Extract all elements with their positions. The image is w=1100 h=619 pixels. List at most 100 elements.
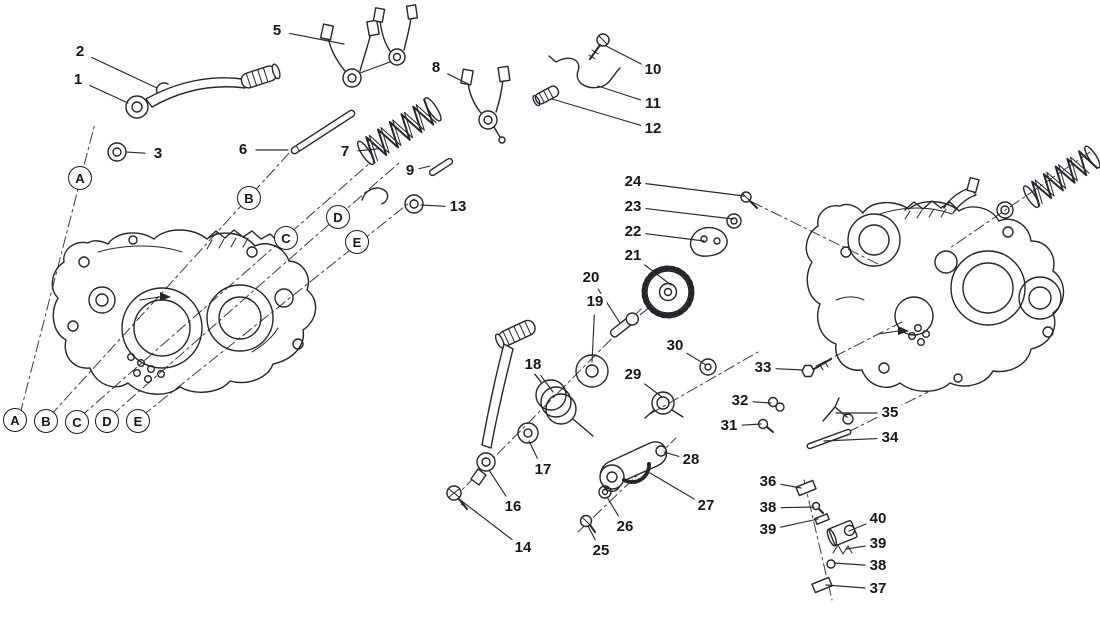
part-number-3: 3 [150,145,166,163]
shift-fork-cluster [290,4,511,177]
part-number-6: 6 [235,141,251,159]
part-10-screw [588,33,610,60]
part-7-spindle-spring [356,97,442,166]
part-8-fork-c [460,65,511,144]
part-number-26: 26 [613,518,637,536]
assembly-axis-line [649,351,759,415]
axis-marker-D: D [95,409,119,433]
leader-line-24 [645,183,745,197]
part-number-34: 34 [878,429,902,447]
right-crankcase-half [805,176,1065,392]
pedal-grip [240,63,281,89]
leader-line-14 [458,498,514,541]
leader-line-2 [91,56,158,89]
part-21-sector-gear [641,265,695,319]
axis-marker-E: E [345,230,369,254]
part-number-1: 1 [70,71,86,89]
part-number-27: 27 [694,497,718,515]
leader-line-33 [775,368,804,371]
part-40-detent-body [826,520,858,547]
part-number-8: 8 [428,59,444,77]
top-fastener-group [532,33,621,107]
part-number-2: 2 [72,43,88,61]
part-12-sleeve [532,85,560,107]
detent-group [795,479,858,594]
part-number-10: 10 [641,61,665,79]
part-25-screw [579,514,596,533]
axis-marker-D: D [326,205,350,229]
part-number-28: 28 [679,451,703,469]
part-number-9: 9 [402,162,418,180]
axis-lines-layer [19,122,1091,601]
part-number-40: 40 [866,510,890,528]
leader-line-5 [289,32,345,45]
axis-marker-B: B [237,186,261,210]
part-36-pad [795,479,817,497]
leader-line-31 [741,423,762,426]
part-35-stopper-lever [822,397,854,425]
part-28-pin-end [655,445,667,457]
part-number-24: 24 [621,173,645,191]
leader-line-38 [833,562,866,566]
leader-line-40 [848,523,867,532]
leader-line-26 [606,496,619,517]
part-20-shaft [609,312,639,338]
part-number-17: 17 [531,461,555,479]
part-24-screw [740,191,758,209]
part-26-washer [598,485,612,499]
leader-line-1 [89,84,129,104]
leader-line-30 [685,352,707,366]
part-number-35: 35 [878,404,902,422]
part-29-torsion-clip [644,391,684,419]
axis-marker-A: A [3,408,27,432]
part-34-pin [806,428,852,450]
assembly-axis-line [141,198,415,417]
leader-lines-layer [89,32,878,589]
part-17-washer [517,422,539,444]
leader-line-23 [645,207,734,220]
part-number-11: 11 [642,95,664,113]
gearshift-pedal-assembly [107,63,281,162]
part-13-washer-group [361,187,424,214]
leader-line-28 [663,451,680,457]
part-22-pawl-plate [689,226,728,257]
left-crankcase-half [51,229,317,395]
part-number-22: 22 [621,223,645,241]
right-case-fork [943,176,980,214]
part-number-33: 33 [751,359,775,377]
leader-line-22 [645,233,705,242]
part-number-29: 29 [621,366,645,384]
leader-line-17 [528,440,538,459]
part-18-coil-spring [533,372,594,437]
leader-line-34 [823,438,878,442]
leader-line-32 [752,401,772,404]
part-23-washer [726,213,742,229]
part-number-16: 16 [501,498,525,516]
leader-line-36 [780,483,802,489]
assembly-direction-arrow-right [877,326,909,335]
leader-line-9 [418,165,431,170]
leader-line-7 [357,148,378,152]
leader-line-10 [605,45,642,65]
part-number-5: 5 [269,22,285,40]
leader-line-39 [780,518,819,528]
axis-marker-E: E [126,409,150,433]
part-39-plunger-upper [814,513,830,525]
assembly-axis-line [949,151,1091,249]
assembly-axis-line [110,161,401,417]
axis-marker-C: C [65,410,89,434]
leader-line-38 [780,506,815,509]
kickstart-group [446,319,609,510]
part-number-25: 25 [589,542,613,560]
part-33-bolt [801,358,832,378]
part-38-ball-lower [826,559,836,569]
leader-line-11 [597,85,642,101]
leader-line-39 [845,545,866,550]
leader-line-25 [587,525,596,541]
leader-line-37 [825,584,866,589]
leader-line-19 [591,314,595,363]
part-number-23: 23 [621,198,645,216]
part-number-20: 20 [579,269,603,287]
part-38-screw-upper [811,501,824,514]
